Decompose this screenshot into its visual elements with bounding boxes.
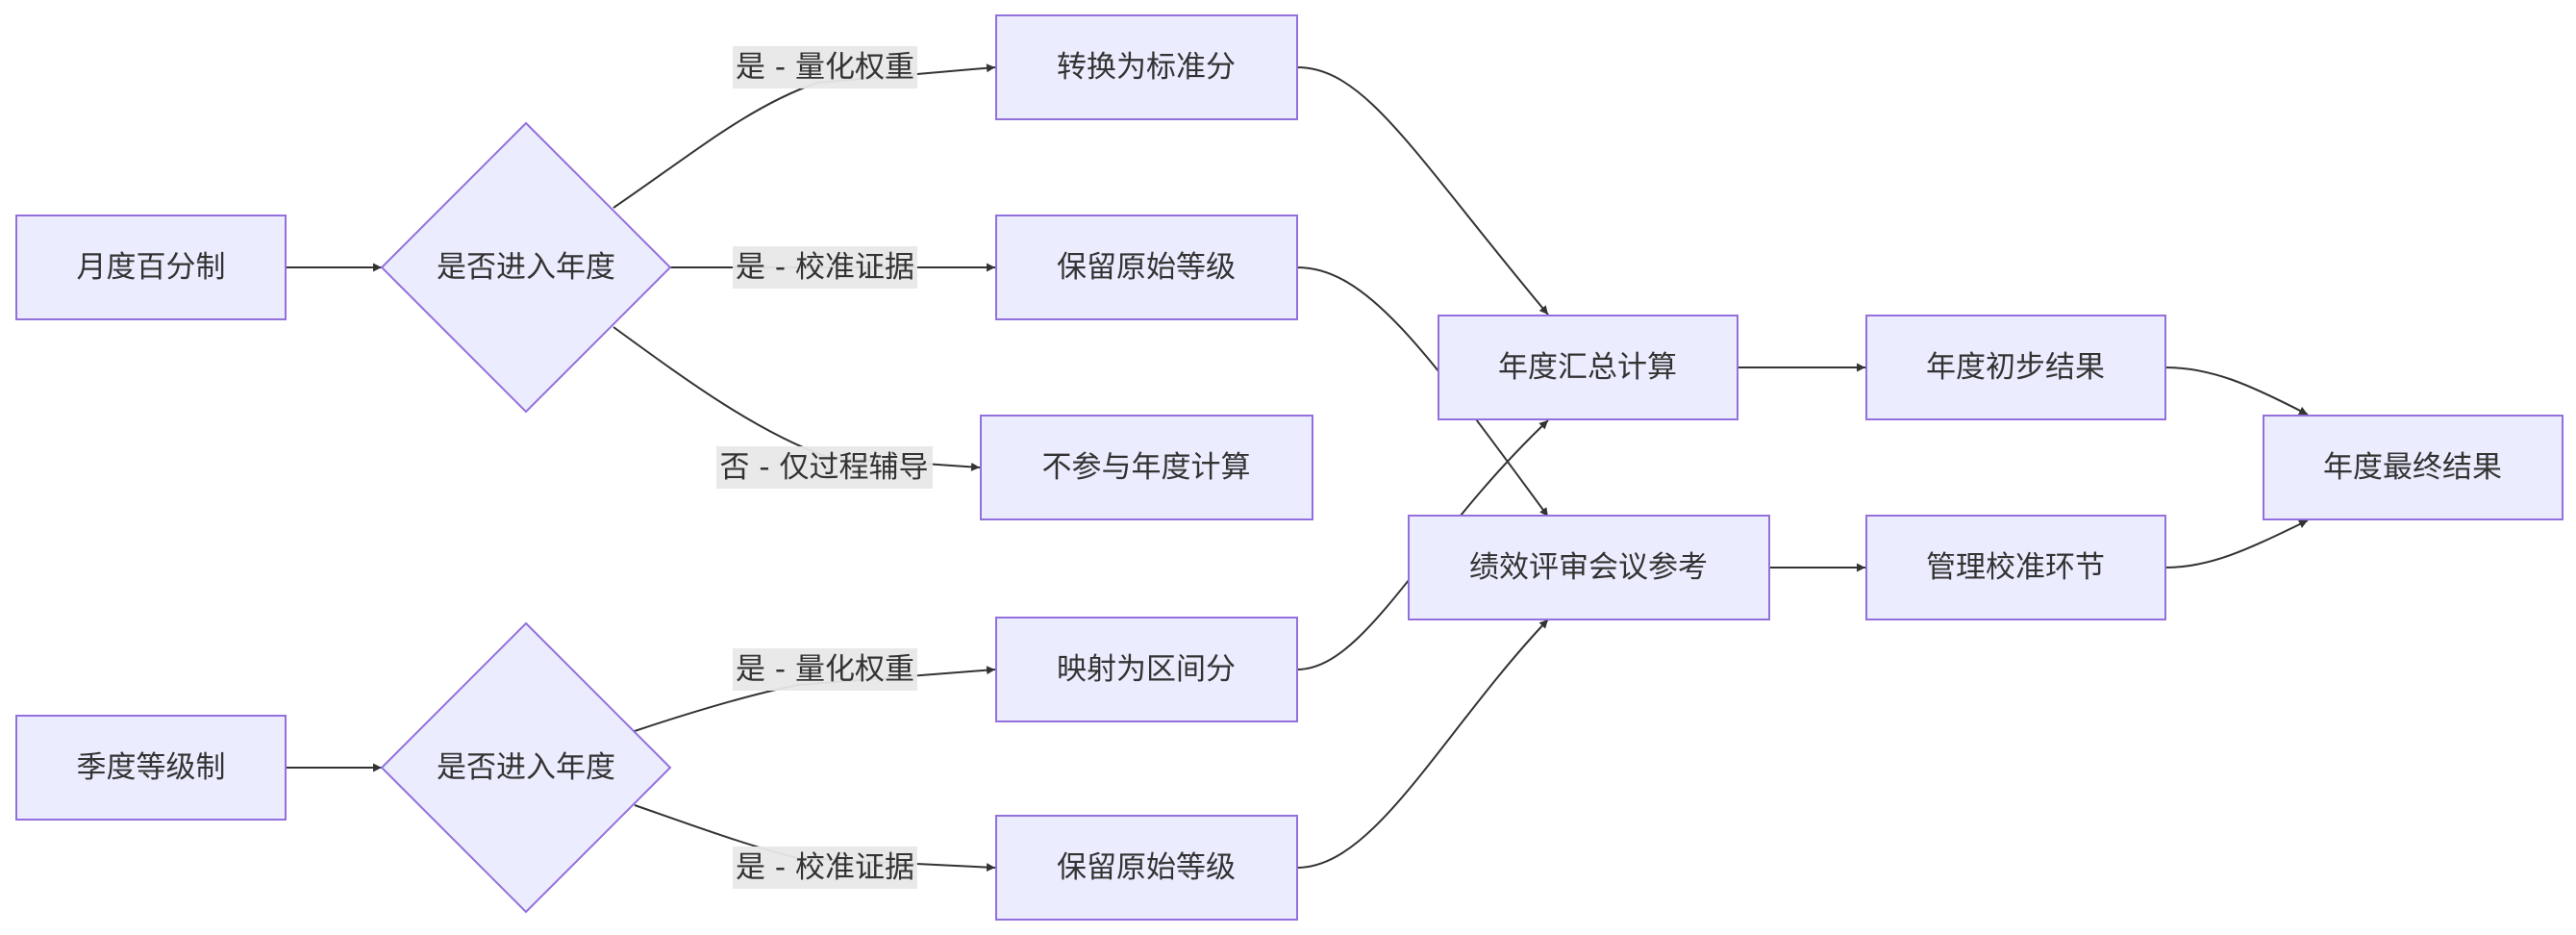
node-review-meeting-label: 绩效评审会议参考 (1469, 550, 1708, 585)
node-annual-prelim: 年度初步结果 (1865, 315, 2166, 420)
edge-label-quarterly-quant: 是 - 量化权重 (736, 652, 914, 687)
edge-keepgrade2-to-review (1296, 619, 1549, 869)
node-map-interval-label: 映射为区间分 (1057, 652, 1236, 687)
node-review-meeting: 绩效评审会议参考 (1408, 515, 1770, 620)
edges (286, 63, 2309, 872)
edge-keepgrade-to-review (1296, 266, 1549, 518)
node-not-annual: 不参与年度计算 (980, 415, 1313, 520)
node-calibration: 管理校准环节 (1865, 515, 2166, 620)
node-annual-final-label: 年度最终结果 (2323, 450, 2502, 485)
edge-prelim-to-final (2164, 366, 2309, 416)
decision-quarterly: 是否进入年度 (380, 621, 672, 914)
edge-standard-to-annual (1296, 66, 1549, 316)
node-convert-standard-label: 转换为标准分 (1057, 50, 1236, 85)
node-annual-prelim-label: 年度初步结果 (1926, 350, 2105, 385)
node-keep-grade-monthly-label: 保留原始等级 (1057, 250, 1236, 285)
node-convert-standard: 转换为标准分 (995, 14, 1298, 120)
decision-quarterly-label: 是否进入年度 (437, 750, 615, 785)
decision-monthly-label: 是否进入年度 (437, 250, 615, 285)
node-map-interval: 映射为区间分 (995, 617, 1298, 722)
node-keep-grade-monthly: 保留原始等级 (995, 215, 1298, 320)
edge-label-monthly-calib: 是 - 校准证据 (736, 250, 914, 285)
edge-labels: 是 - 量化权重 是 - 校准证据 否 - 仅过程辅导 是 - 量化权重 是 -… (716, 46, 933, 889)
node-annual-final: 年度最终结果 (2263, 415, 2563, 520)
decision-monthly: 是否进入年度 (380, 121, 672, 414)
node-annual-calc: 年度汇总计算 (1438, 315, 1738, 420)
node-not-annual-label: 不参与年度计算 (1042, 450, 1251, 485)
node-monthly-label: 月度百分制 (77, 250, 226, 285)
edge-interval-to-annual (1296, 419, 1549, 670)
node-keep-grade-quarterly: 保留原始等级 (995, 815, 1298, 921)
edge-calibration-to-final (2164, 519, 2309, 569)
nodes: 月度百分制 是否进入年度 转换为标准分 保留原始等级 不参与年度计算 季度等级制… (15, 14, 2563, 921)
node-quarterly: 季度等级制 (15, 715, 287, 821)
node-calibration-label: 管理校准环节 (1926, 550, 2105, 585)
edge-label-monthly-quant: 是 - 量化权重 (736, 50, 914, 85)
node-keep-grade-quarterly-label: 保留原始等级 (1057, 850, 1236, 885)
node-monthly: 月度百分制 (15, 215, 287, 320)
edge-label-monthly-no: 否 - 仅过程辅导 (720, 450, 929, 485)
node-annual-calc-label: 年度汇总计算 (1498, 350, 1677, 385)
node-quarterly-label: 季度等级制 (77, 750, 226, 785)
edge-label-quarterly-calib: 是 - 校准证据 (736, 850, 914, 885)
